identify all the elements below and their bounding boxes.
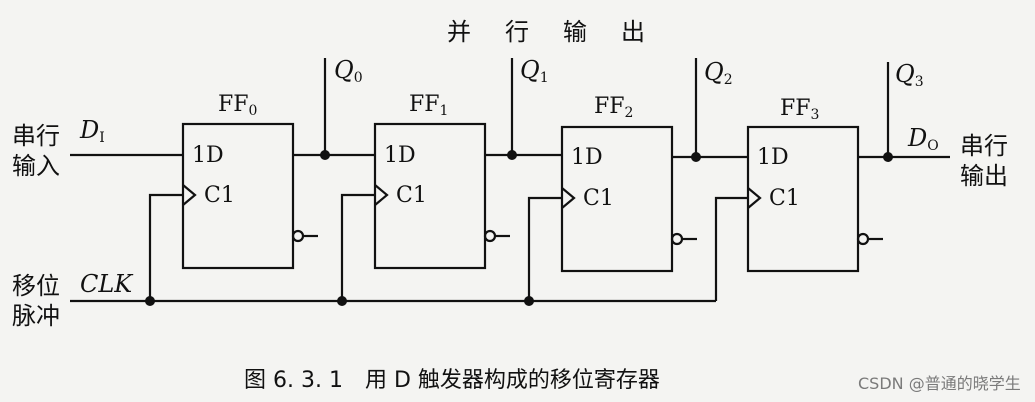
q3-label: Q3 — [895, 60, 924, 90]
junction-clk1 — [337, 296, 347, 306]
serial-input-signal: DI — [80, 116, 105, 146]
ff2-qbar-bubble — [670, 232, 684, 246]
junction-q2 — [691, 152, 701, 162]
q1-label: Q1 — [520, 56, 549, 86]
clk-signal: CLK — [80, 270, 133, 298]
ff1-label: FF1 — [409, 92, 449, 119]
ff3-clock-wire — [714, 196, 748, 301]
serial-input-label-line2: 输入 — [12, 152, 60, 180]
ff0-clock-triangle — [182, 184, 197, 206]
ff0-qbar-bubble — [291, 229, 305, 243]
junction-q1 — [507, 150, 517, 160]
serial-output-label-line1: 串行 — [960, 132, 1008, 160]
ff2-c-pin: C1 — [583, 186, 614, 211]
watermark: CSDN @普通的晓学生 — [858, 374, 1021, 393]
junction-clk0 — [145, 296, 155, 306]
ff3-d-pin: 1D — [757, 145, 789, 170]
shift-pulse-label-line2: 脉冲 — [12, 302, 60, 330]
ff1-qbar-bubble — [483, 229, 497, 243]
ff0-d-pin: 1D — [192, 143, 224, 168]
ff1-clock-triangle — [374, 184, 389, 206]
serial-input-label-line1: 串行 — [12, 122, 60, 150]
parallel-output-title: 并行输出 — [447, 18, 679, 46]
serial-output-signal: DO — [908, 124, 939, 154]
ff3-qbar-bubble — [856, 232, 870, 246]
junction-clk2 — [524, 296, 534, 306]
ff3-c-pin: C1 — [769, 186, 800, 211]
shift-pulse-label-line1: 移位 — [12, 272, 60, 300]
q0-label: Q0 — [334, 56, 363, 86]
ff3-label: FF3 — [780, 96, 820, 123]
ff0-c-pin: C1 — [204, 183, 235, 208]
figure-caption: 图 6. 3. 1 用 D 触发器构成的移位寄存器 — [244, 368, 660, 393]
ff1-c-pin: C1 — [396, 183, 427, 208]
ff2-d-pin: 1D — [571, 145, 603, 170]
ff3-clock-triangle — [747, 187, 762, 209]
junction-q3 — [883, 152, 893, 162]
ff2-label: FF2 — [594, 94, 634, 121]
serial-output-label-line2: 输出 — [960, 162, 1008, 190]
ff1-d-pin: 1D — [384, 143, 416, 168]
ff1-clock-wire — [340, 193, 375, 301]
q2-label: Q2 — [704, 58, 733, 88]
ff0-label: FF0 — [218, 92, 258, 119]
ff0-clock-wire — [148, 193, 183, 301]
ff2-clock-wire — [527, 196, 562, 301]
junction-q0 — [320, 150, 330, 160]
ff2-clock-triangle — [561, 187, 576, 209]
